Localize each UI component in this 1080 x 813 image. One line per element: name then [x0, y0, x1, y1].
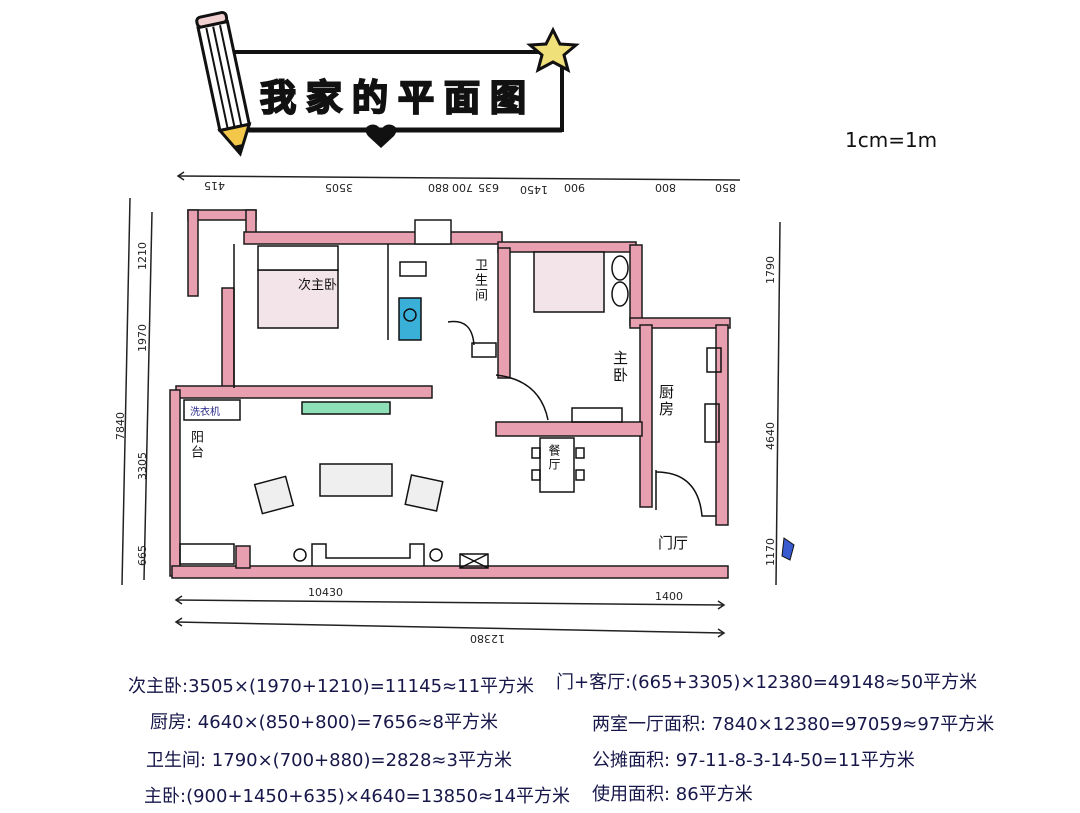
dim-left: 1970	[136, 324, 149, 352]
dim-top: 800	[655, 181, 676, 194]
dim-top: 880	[428, 181, 449, 194]
dim-top: 1450	[520, 183, 548, 196]
calc-bathroom: 卫生间: 1790×(700+880)=2828≈3平方米	[146, 746, 512, 772]
calc-expr: : 7840×12380=97059≈97平方米	[700, 714, 995, 735]
dim-top: 415	[204, 179, 225, 192]
dim-right: 1170	[764, 538, 777, 566]
calc-total: 两室一厅面积: 7840×12380=97059≈97平方米	[592, 710, 994, 736]
heart-icon	[365, 124, 397, 148]
dim-left: 3305	[136, 452, 149, 480]
dim-left: 1210	[136, 242, 149, 270]
dim-bottom: 1400	[655, 590, 683, 603]
calc-expr: :(665+3305)×12380=49148≈50平方米	[625, 672, 978, 693]
calc-kitchen: 厨房: 4640×(850+800)=7656≈8平方米	[150, 708, 498, 734]
room-kitchen: 厨房	[657, 384, 675, 418]
dim-top: 850	[715, 181, 736, 194]
dim-bottom: 10430	[308, 586, 343, 599]
calc-label: 卫生间	[146, 750, 200, 771]
calc-label: 两室一厅面积	[592, 714, 700, 735]
calc-expr: : 86平方米	[664, 784, 753, 805]
dim-right: 1790	[764, 256, 777, 284]
calc-label: 主卧	[144, 786, 180, 807]
dim-right: 4640	[764, 422, 777, 450]
calc-living: 门+客厅:(665+3305)×12380=49148≈50平方米	[556, 668, 977, 694]
calc-label: 使用面积	[592, 784, 664, 805]
room-dining: 餐厅	[547, 444, 561, 472]
calc-master-bedroom: 主卧:(900+1450+635)×4640=13850≈14平方米	[144, 782, 570, 808]
dim-top: 3505	[325, 181, 353, 194]
dim-top: 900	[564, 181, 585, 194]
calc-expr: : 97-11-8-3-14-50=11平方米	[664, 750, 915, 771]
calc-label: 厨房	[150, 712, 186, 733]
calc-expr: : 1790×(700+880)=2828≈3平方米	[200, 750, 512, 771]
calc-label: 次主卧	[128, 676, 182, 697]
room-entrance: 门厅	[658, 534, 689, 552]
room-master-bedroom: 主卧	[611, 350, 629, 384]
calc-label: 门+客厅	[556, 672, 626, 693]
calc-second-bedroom: 次主卧:3505×(1970+1210)=11145≈11平方米	[128, 672, 534, 698]
dim-bottom-total: 12380	[470, 632, 505, 645]
washer-label: 洗衣机	[190, 407, 220, 418]
room-second-bedroom: 次主卧	[298, 278, 338, 293]
title-banner	[220, 50, 564, 133]
pencil-icon	[195, 11, 252, 157]
dim-top: 635	[478, 181, 499, 194]
dim-top: 700	[452, 181, 473, 194]
calc-expr: : 4640×(850+800)=7656≈8平方米	[186, 712, 498, 733]
room-balcony: 阳台	[188, 430, 203, 460]
dim-left-total: 7840	[114, 412, 127, 440]
page-title: 我家的平面图	[259, 77, 536, 120]
scale-note: 1cm=1m	[845, 128, 938, 152]
room-bathroom: 卫生间	[472, 258, 487, 303]
calc-expr: :3505×(1970+1210)=11145≈11平方米	[182, 676, 535, 697]
dim-left: 665	[136, 545, 149, 566]
star-icon	[526, 26, 580, 73]
shoe-icon	[781, 537, 795, 561]
calc-usable: 使用面积: 86平方米	[592, 780, 753, 806]
calc-expr: :(900+1450+635)×4640=13850≈14平方米	[180, 786, 571, 807]
calc-label: 公摊面积	[592, 750, 664, 771]
walls	[169, 209, 731, 579]
calc-shared: 公摊面积: 97-11-8-3-14-50=11平方米	[592, 746, 915, 772]
